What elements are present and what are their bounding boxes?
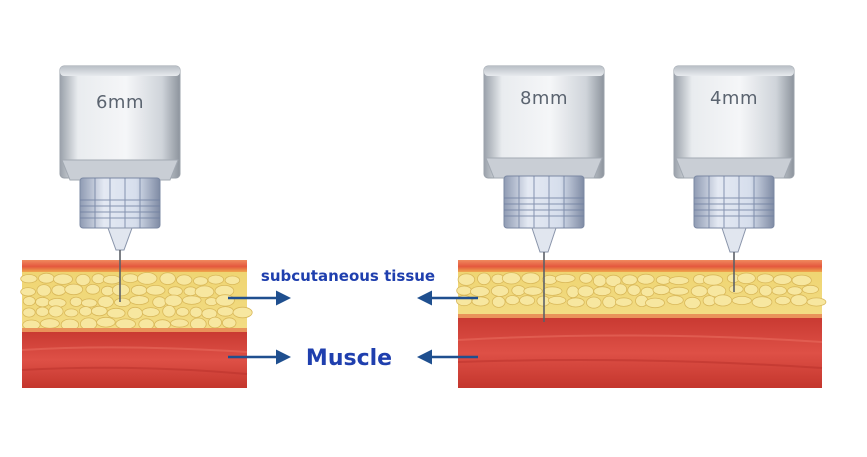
needle-8mm: 8mm [483,65,605,322]
needle-4mm: 4mm [673,65,795,292]
tissue-block-right [455,260,827,388]
fat-muscle-border-right [458,314,822,319]
skin-layer-right [458,260,822,273]
needle-6mm: 6mm [59,65,181,302]
tissue-block-left [20,260,253,388]
needle-length-label-6mm: 6mm [96,92,144,113]
needle-hub-6mm [79,177,161,229]
muscle-layer-right [458,318,822,388]
needle-hub-8mm [503,175,585,229]
fat-cells-right [455,272,827,310]
fat-muscle-border-left [22,328,247,333]
needle-length-label-8mm: 8mm [520,88,568,109]
skin-layer-left [22,260,247,273]
needle-length-label-4mm: 4mm [710,88,758,109]
muscle-layer-left [22,332,247,388]
muscle-label: Muscle [306,346,392,371]
needle-hub-4mm [693,175,775,229]
subcutaneous-tissue-label: subcutaneous tissue [261,267,435,285]
fat-cells-left [20,272,253,331]
